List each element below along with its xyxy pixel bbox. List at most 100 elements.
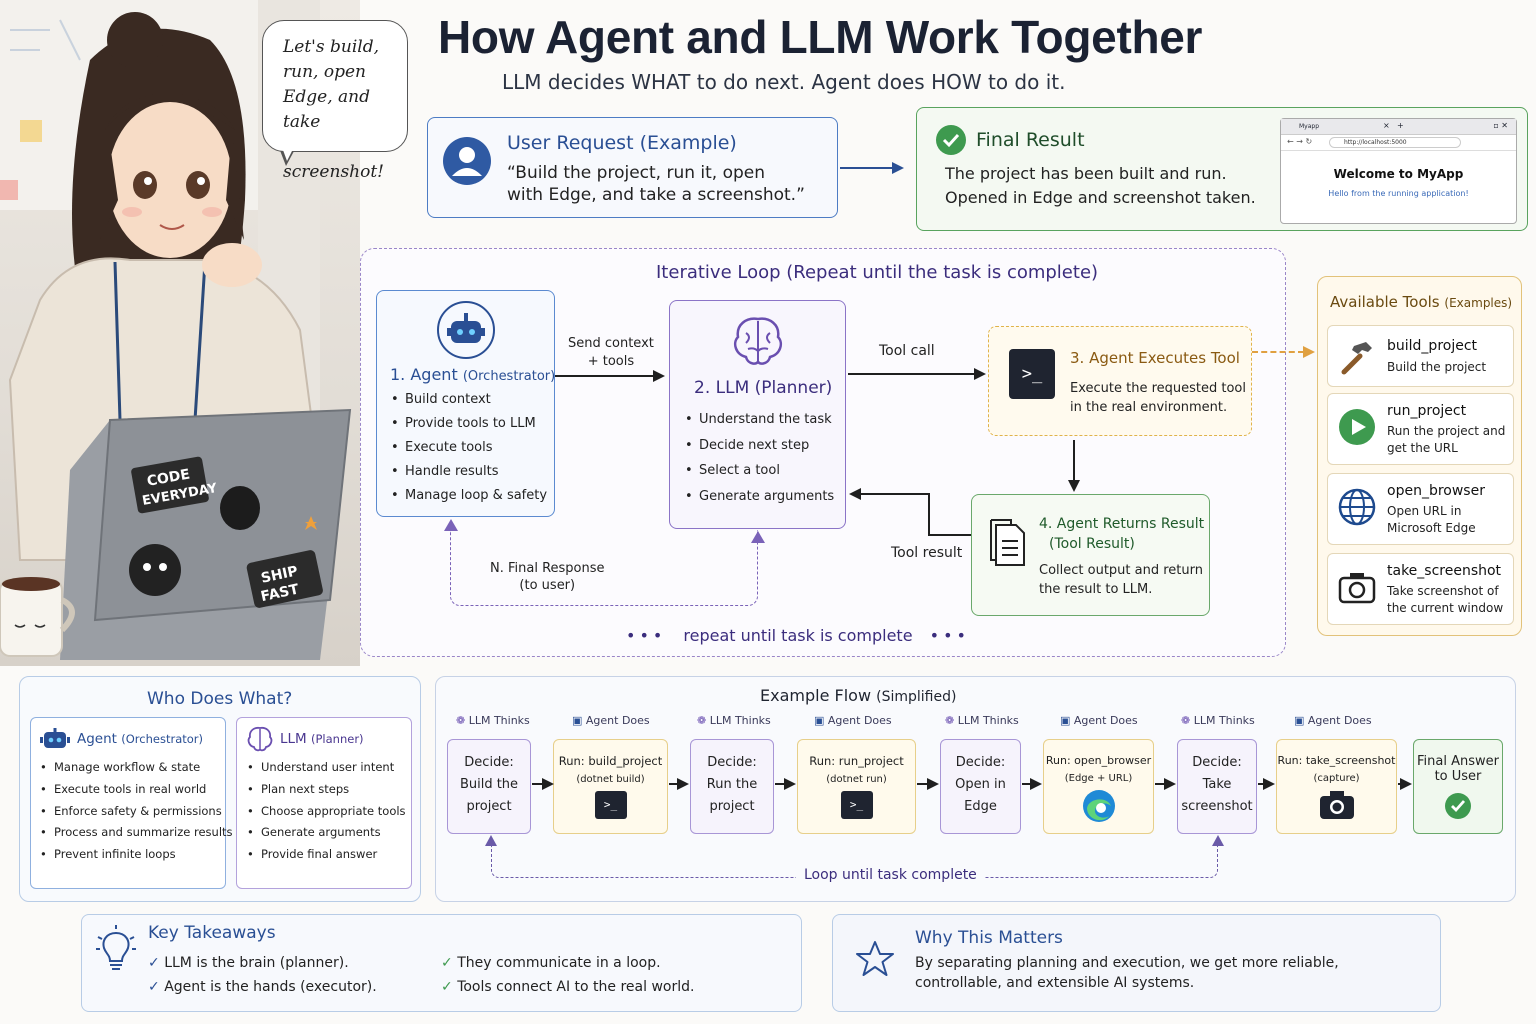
flow-title-suffix: (Simplified) bbox=[876, 689, 957, 705]
step-line: Decide: bbox=[464, 755, 514, 770]
final-result-title: Final Result bbox=[976, 129, 1085, 151]
robot-icon: ▣ bbox=[814, 714, 825, 727]
terminal-icon: >_ bbox=[1009, 349, 1055, 399]
exec-to-tools-arrow bbox=[1252, 351, 1304, 353]
ellipsis-icon: ••• bbox=[929, 626, 970, 645]
robot-icon: ▣ bbox=[1294, 714, 1305, 727]
takeaway-text: They communicate in a loop. bbox=[457, 955, 661, 971]
step-sub: (capture) bbox=[1313, 773, 1360, 784]
brain-icon: ❁ bbox=[945, 714, 955, 727]
tool-desc: Open URL in Microsoft Edge bbox=[1387, 503, 1476, 537]
list-item: Understand user intent bbox=[247, 757, 406, 779]
agent-box: 1. Agent (Orchestrator) Build context Pr… bbox=[376, 290, 555, 517]
robot-icon bbox=[437, 301, 495, 359]
final-result-line: The project has been built and run. bbox=[945, 164, 1227, 183]
robot-icon bbox=[40, 728, 70, 748]
svg-text:SHIP: SHIP bbox=[260, 563, 300, 586]
ellipsis-icon: ••• bbox=[626, 626, 667, 645]
tool-call-label: Tool call bbox=[879, 343, 935, 359]
arrowhead bbox=[1212, 835, 1224, 846]
exec-text: Execute the requested tool in the real e… bbox=[1070, 379, 1246, 417]
flow-label-text: Agent Does bbox=[585, 714, 650, 727]
step-line: project bbox=[466, 799, 512, 814]
flow-step-decide-edge: Decide: Open in Edge bbox=[940, 739, 1021, 834]
brain-icon: ❁ bbox=[1181, 714, 1191, 727]
user-avatar-icon bbox=[443, 137, 491, 185]
arrowhead bbox=[849, 488, 861, 500]
list-item: Process and summarize results bbox=[40, 822, 233, 844]
flow-arrow bbox=[1258, 783, 1265, 785]
flow-label-text: Agent Does bbox=[1073, 714, 1138, 727]
speech-bubble: Let's build, run, open Edge, and take a … bbox=[262, 20, 408, 182]
edge-icon bbox=[1082, 790, 1115, 822]
list-item: ✓ Tools connect AI to the real world. bbox=[441, 975, 694, 999]
globe-icon bbox=[1338, 488, 1376, 526]
svg-text:CODE: CODE bbox=[146, 467, 191, 490]
check-circle-icon bbox=[936, 125, 966, 155]
send-context-arrow bbox=[555, 375, 655, 377]
who-agent-title-text: Agent bbox=[77, 731, 117, 747]
speech-line: Let's build, bbox=[283, 37, 379, 57]
step-run: Run: take_screenshot bbox=[1277, 754, 1396, 767]
who-agent-title: Agent (Orchestrator) bbox=[77, 731, 203, 747]
user-request-text: “Build the project, run it, open with Ed… bbox=[507, 162, 805, 206]
tool-result-arrow bbox=[860, 493, 930, 495]
brain-icon bbox=[734, 317, 782, 365]
tool-card-take-screenshot: take_screenshot Take screenshot of the c… bbox=[1327, 553, 1514, 625]
flow-step-decide-run: Decide: Run the project bbox=[690, 739, 774, 834]
final-result-card: Final Result The project has been built … bbox=[916, 107, 1528, 231]
label-line: + tools bbox=[587, 354, 635, 369]
who-llm-card: LLM (Planner) Understand user intent Pla… bbox=[236, 717, 412, 889]
exec-line: Execute the requested tool bbox=[1070, 381, 1247, 396]
step-line: Open in bbox=[955, 777, 1006, 792]
label-line: N. Final Response bbox=[490, 561, 605, 576]
ret-title: 4. Agent Returns Result (Tool Result) bbox=[1039, 514, 1204, 554]
brain-icon: ❁ bbox=[456, 714, 466, 727]
list-item: Build context bbox=[391, 388, 547, 412]
who-llm-title: LLM (Planner) bbox=[280, 731, 364, 747]
exec-title: 3. Agent Executes Tool bbox=[1070, 349, 1240, 367]
step-sub: (dotnet run) bbox=[826, 774, 887, 785]
tool-card-open-browser: open_browser Open URL in Microsoft Edge bbox=[1327, 473, 1514, 545]
flow-step-decide-build: Decide: Build the project bbox=[447, 739, 531, 834]
flow-label-text: LLM Thinks bbox=[957, 714, 1019, 727]
llm-box: 2. LLM (Planner) Understand the task Dec… bbox=[669, 300, 846, 529]
hammer-icon bbox=[1341, 342, 1372, 375]
camera-icon bbox=[1319, 791, 1354, 819]
svg-text:FAST: FAST bbox=[259, 581, 300, 605]
robot-icon: ▣ bbox=[1060, 714, 1071, 727]
step-run: Run: build_project bbox=[558, 754, 663, 768]
why-text: By separating planning and execution, we… bbox=[915, 953, 1339, 993]
terminal-icon: >_ bbox=[594, 791, 627, 819]
who-llm-title-text: LLM bbox=[280, 731, 307, 747]
speech-line: run, open bbox=[283, 62, 366, 82]
arrowhead bbox=[677, 778, 689, 790]
arrowhead bbox=[1263, 778, 1275, 790]
flow-label-llm-thinks: ❁ LLM Thinks bbox=[697, 714, 771, 727]
list-item: ✓ Agent is the hands (executor). bbox=[148, 975, 377, 999]
who-title: Who Does What? bbox=[147, 689, 293, 709]
tool-desc: Build the project bbox=[1387, 360, 1487, 374]
tool-desc-line: Run the project and bbox=[1387, 424, 1506, 438]
agent-role-text: (Orchestrator) bbox=[462, 369, 556, 384]
tool-desc-line: get the URL bbox=[1387, 441, 1458, 455]
step-line: Decide: bbox=[707, 755, 757, 770]
list-item: ✓ LLM is the brain (planner). bbox=[148, 951, 377, 975]
who-llm-list: Understand user intent Plan next steps C… bbox=[247, 757, 406, 866]
flow-loop-label: Loop until task complete bbox=[796, 867, 985, 883]
flow-arrow bbox=[917, 783, 929, 785]
step-line: Decide: bbox=[1192, 755, 1242, 770]
check-icon: ✓ bbox=[148, 979, 160, 995]
who-does-what-panel: Who Does What? Agent (Orchestrator) Mana… bbox=[19, 676, 421, 902]
page-subtitle: LLM decides WHAT to do next. Agent does … bbox=[502, 70, 1066, 94]
window-controls-icon: ▫ ✕ bbox=[1493, 121, 1508, 130]
arrowhead bbox=[1400, 778, 1412, 790]
step-sub: (Edge + URL) bbox=[1064, 773, 1133, 784]
tool-desc: Run the project and get the URL bbox=[1387, 423, 1505, 457]
tool-desc-line: Take screenshot of bbox=[1387, 584, 1499, 598]
flow-label-llm-thinks: ❁ LLM Thinks bbox=[945, 714, 1019, 727]
list-item: Choose appropriate tools bbox=[247, 801, 406, 823]
speech-line: Edge, and take bbox=[283, 87, 371, 132]
list-item: Manage loop & safety bbox=[391, 484, 547, 508]
play-icon bbox=[1339, 409, 1375, 445]
